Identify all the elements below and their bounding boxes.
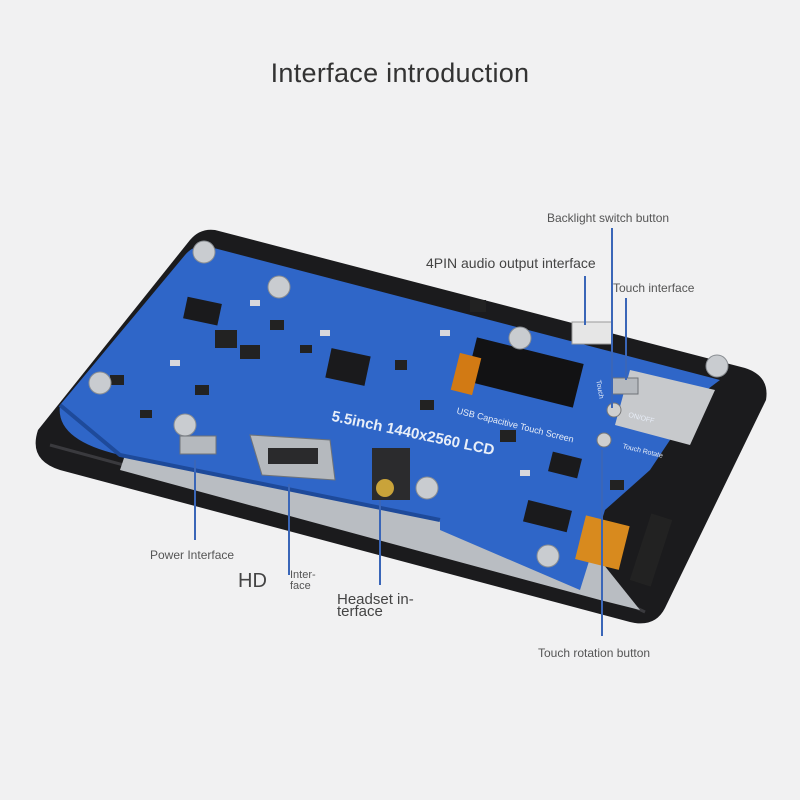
- hd-label: HD: [238, 570, 267, 592]
- headset-interface-label-1: Headset in-: [337, 591, 414, 608]
- touch-usb-port: [611, 377, 639, 395]
- backlight-button: [606, 402, 622, 418]
- page-title: Interface introduction: [270, 58, 530, 88]
- micro-usb-port: [179, 435, 217, 455]
- rotation-button: [596, 432, 612, 448]
- backlight-switch-label: Backlight switch button: [547, 211, 670, 225]
- touch-interface-label: Touch interface: [613, 281, 695, 295]
- interface-label-2: face: [290, 580, 311, 592]
- audio-interface-label: 4PIN audio output interface: [426, 255, 596, 271]
- 4pin-connector: [571, 321, 613, 345]
- touch-rotation-label: Touch rotation button: [538, 646, 651, 660]
- power-interface-label: Power Interface: [150, 548, 235, 562]
- headset-interface-label-2: terface: [337, 603, 383, 620]
- interface-label-1: Inter-: [290, 569, 316, 581]
